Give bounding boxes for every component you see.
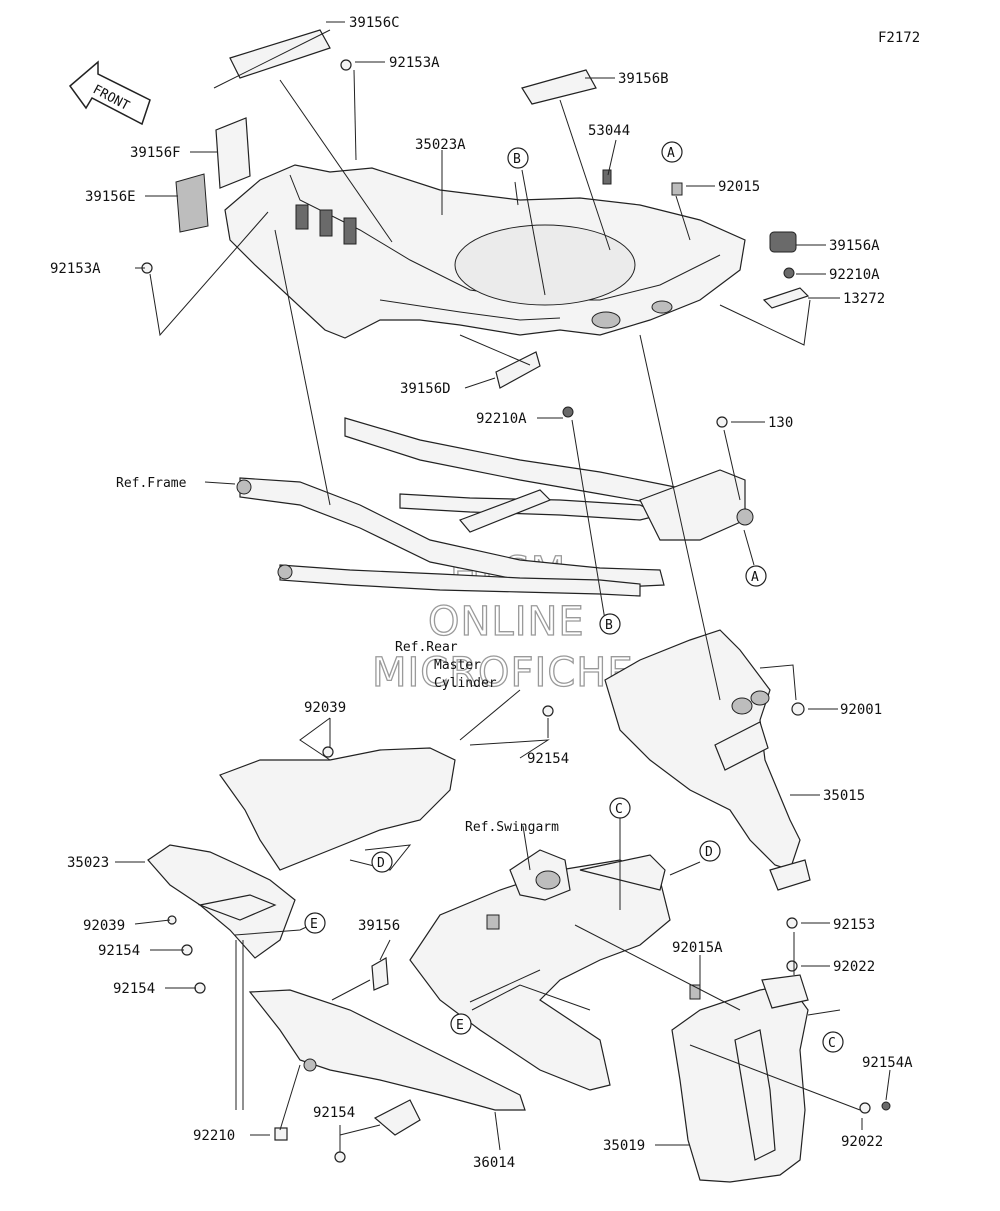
ref-rear-master-line-2: Master <box>434 658 481 673</box>
label-35019: 35019 <box>603 1138 645 1154</box>
callout-d-swingarm: D <box>699 840 721 862</box>
label-39156b: 39156B <box>618 71 669 87</box>
label-92015a: 92015A <box>672 940 723 956</box>
part-39156e <box>175 173 209 233</box>
label-92154a: 92154A <box>862 1055 913 1071</box>
label-92210a-right: 92210A <box>829 267 880 283</box>
label-39156a: 39156A <box>829 238 880 254</box>
svg-text:A: A <box>667 146 675 161</box>
label-92153a-left: 92153A <box>50 261 101 277</box>
label-92001: 92001 <box>840 702 882 718</box>
svg-text:E: E <box>310 917 318 932</box>
ref-swingarm-label: Ref.Swingarm <box>465 820 559 835</box>
label-130: 130 <box>768 415 793 431</box>
label-53044: 53044 <box>588 123 630 139</box>
inner-fender-swingarm <box>409 849 671 1091</box>
label-36014: 36014 <box>473 1155 515 1171</box>
svg-text:A: A <box>751 570 759 585</box>
label-13272: 13272 <box>843 291 885 307</box>
mudguard-35019 <box>671 974 809 1183</box>
callout-a-top: A <box>661 141 683 163</box>
watermark-line-2: ONLINE <box>428 599 585 645</box>
label-92015: 92015 <box>718 179 760 195</box>
side-cover-35023 <box>147 747 456 959</box>
label-35023a: 35023A <box>415 137 466 153</box>
svg-text:C: C <box>615 802 623 817</box>
part-53044 <box>602 169 612 185</box>
callout-b-top: B <box>507 147 529 169</box>
callout-d-cover: D <box>371 851 393 873</box>
part-39156a <box>769 231 797 253</box>
part-92015a <box>689 984 701 1000</box>
ref-frame-label: Ref.Frame <box>116 476 187 491</box>
part-number-labels: 39156C 92153A 39156B 53044 92015 39156A … <box>50 15 913 1171</box>
label-92039-left: 92039 <box>83 918 125 934</box>
label-92154-left-1: 92154 <box>98 943 140 959</box>
part-39156d <box>495 351 541 389</box>
rear-frame <box>236 417 754 597</box>
svg-text:B: B <box>513 152 521 167</box>
fasteners <box>167 406 891 1163</box>
part-13272 <box>762 287 810 309</box>
label-92210: 92210 <box>193 1128 235 1144</box>
reference-labels: Ref.Frame Ref.Rear Master Cylinder Ref.S… <box>116 476 559 835</box>
callout-b-frame: B <box>599 613 621 635</box>
figure-code: F2172 <box>878 30 920 46</box>
label-92210a-mid: 92210A <box>476 411 527 427</box>
seat-tray-35023a <box>224 164 746 339</box>
label-92022-top: 92022 <box>833 959 875 975</box>
callout-c-swingarm: C <box>609 797 631 819</box>
svg-text:D: D <box>705 845 713 860</box>
part-39156 <box>371 957 389 991</box>
label-35023: 35023 <box>67 855 109 871</box>
chain-cover-36014 <box>248 957 526 1136</box>
callout-c-mudguard: C <box>822 1031 844 1053</box>
label-92153a-top: 92153A <box>389 55 440 71</box>
front-arrow-icon: FRONT <box>68 60 151 126</box>
part-39156f <box>215 117 251 189</box>
leader-lines <box>115 21 891 1152</box>
callout-e-cover: E <box>304 912 326 934</box>
label-92022-bottom: 92022 <box>841 1134 883 1150</box>
label-92039-top: 92039 <box>304 700 346 716</box>
svg-text:E: E <box>456 1018 464 1033</box>
svg-text:D: D <box>377 856 385 871</box>
screw-92153a-top <box>340 59 352 71</box>
svg-text:B: B <box>605 618 613 633</box>
rear-fender-35015 <box>604 629 811 891</box>
callout-markers: A B A B C D D E <box>304 141 844 1053</box>
label-39156c: 39156C <box>349 15 400 31</box>
callout-a-frame: A <box>745 565 767 587</box>
label-39156e: 39156E <box>85 189 136 205</box>
part-92210a <box>783 267 795 279</box>
svg-text:C: C <box>828 1036 836 1051</box>
ref-rear-master-line-1: Ref.Rear <box>395 640 458 655</box>
label-92154-bottom: 92154 <box>313 1105 355 1121</box>
watermark-line-3: MICROFICHE <box>372 650 634 696</box>
label-92154-cylinder: 92154 <box>527 751 569 767</box>
ref-rear-master-line-3: Cylinder <box>434 676 497 691</box>
label-39156d: 39156D <box>400 381 451 397</box>
part-39156b <box>521 69 597 105</box>
label-92154-left-2: 92154 <box>113 981 155 997</box>
label-39156f: 39156F <box>130 145 181 161</box>
label-35015: 35015 <box>823 788 865 804</box>
part-92015 <box>671 182 683 196</box>
callout-e-fender: E <box>450 1013 472 1035</box>
label-39156: 39156 <box>358 918 400 934</box>
label-92153: 92153 <box>833 917 875 933</box>
